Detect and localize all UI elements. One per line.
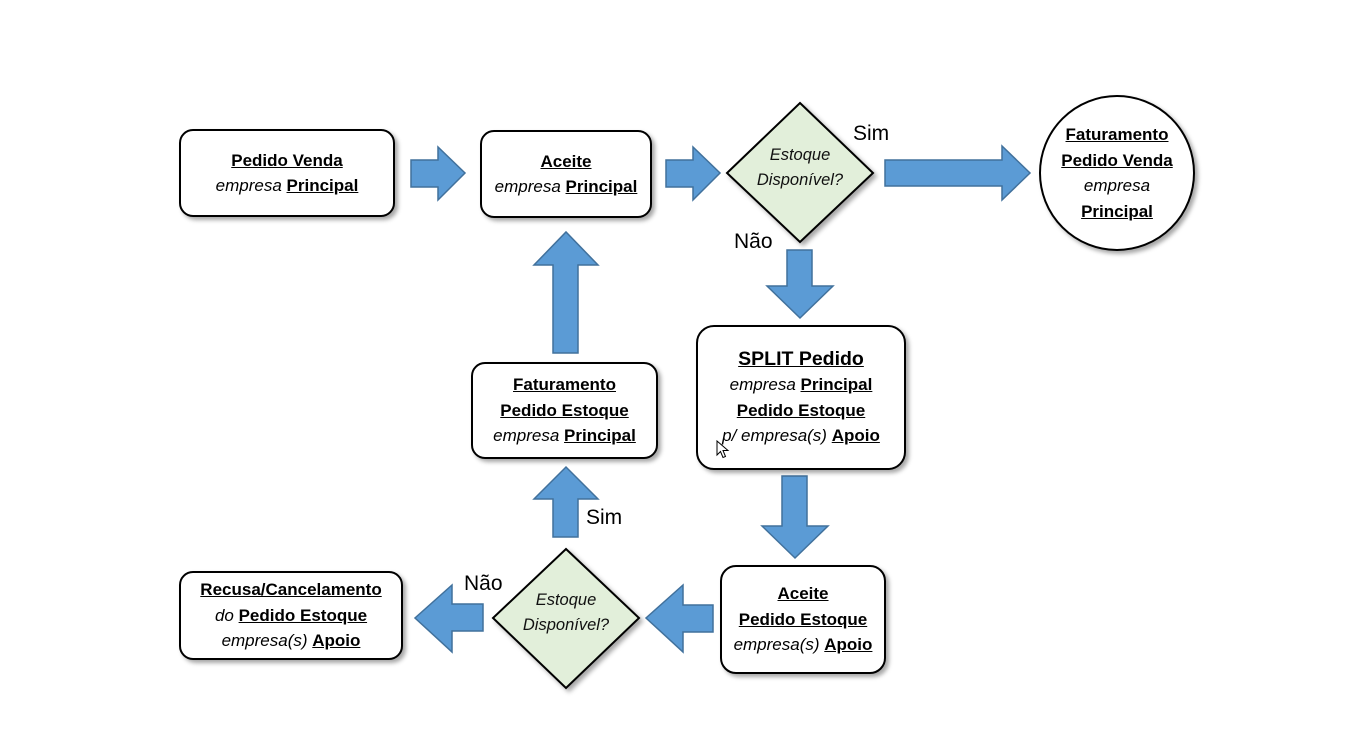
node-text-bold: Pedido Venda — [1061, 150, 1173, 170]
node-text-bold: Principal — [800, 375, 873, 394]
node-text-bold: Apoio — [831, 426, 880, 445]
node-text-bold: Apoio — [824, 635, 873, 655]
node-text-line: empresa — [1084, 173, 1150, 199]
node-text-line: Aceite — [540, 149, 591, 175]
decision-text-line: Estoque — [535, 591, 597, 609]
node-text-italic: empresa — [215, 176, 282, 195]
arrow-left-decision-to-recusa — [413, 583, 484, 654]
node-text-line: Recusa/Cancelamento — [200, 577, 381, 603]
label-nao-top: Não — [734, 230, 773, 253]
node-text-bold: Recusa/Cancelamento — [200, 580, 382, 600]
decision-estoque-principal: Estoque Disponível? — [727, 143, 873, 193]
node-text-bold: Pedido Estoque — [736, 400, 866, 420]
node-text-line: Aceite — [777, 581, 828, 607]
node-text-bold: Aceite — [540, 151, 592, 171]
node-text-line: Pedido Estoque — [500, 398, 628, 424]
node-text-line: Principal — [1081, 199, 1153, 225]
arrow-up-faturamento-estoque-to-aceite — [532, 230, 600, 354]
node-text-line: Pedido Estoque — [737, 398, 865, 424]
label-sim-top: Sim — [853, 122, 890, 145]
label-nao-bottom: Não — [464, 572, 503, 595]
decision-text-line: Disponível? — [756, 171, 844, 189]
node-text-line: SPLIT Pedido — [738, 347, 864, 373]
node-text-line: Pedido Estoque — [739, 607, 867, 633]
node-text-bold: Principal — [564, 426, 636, 446]
node-text-bold: Apoio — [312, 631, 361, 651]
decision-estoque-apoio: Estoque Disponível? — [493, 588, 639, 638]
node-text-line: do Pedido Estoque — [215, 603, 367, 629]
node-text-bold: Faturamento — [513, 375, 616, 395]
node-text-bold: Principal — [1081, 201, 1153, 221]
decision-text-line: Disponível? — [522, 616, 610, 634]
decision-estoque-apoio-shape — [491, 547, 641, 690]
node-text-line: p/ empresa(s) Apoio — [722, 423, 880, 449]
node-text-bold: Faturamento — [1065, 125, 1169, 144]
node-text-line: empresa Principal — [730, 372, 873, 398]
node-text-italic: do — [214, 605, 234, 625]
mouse-cursor-icon — [716, 440, 730, 459]
node-text-italic: p/ empresa(s) — [722, 426, 827, 445]
node-text-italic: empresa — [729, 375, 796, 394]
decision-text-line: Estoque — [769, 146, 831, 164]
node-text-line: Faturamento — [1066, 122, 1169, 148]
node-text-bold: Aceite — [777, 584, 829, 604]
node-text-line: Pedido Venda — [231, 148, 342, 174]
arrow-left-aceite-estoque-to-decision — [644, 583, 714, 654]
arrow-down-split-to-aceite-estoque — [760, 475, 830, 560]
arrow-up-decision-to-faturamento-estoque — [532, 465, 600, 538]
node-text-line: Pedido Venda — [1061, 148, 1172, 174]
node-text-line: empresa(s) Apoio — [734, 632, 873, 658]
node-text-italic: empresa — [1083, 176, 1151, 195]
decision-estoque-principal-shape — [725, 101, 875, 244]
node-pedido-venda: Pedido Venda empresa Principal — [179, 129, 395, 217]
arrow-right-pedido-to-aceite — [410, 145, 467, 202]
node-text-bold: Pedido Estoque — [238, 605, 368, 625]
node-text-bold: Pedido Estoque — [738, 609, 868, 629]
node-text-line: empresa Principal — [493, 423, 636, 449]
label-sim-bottom: Sim — [586, 506, 623, 529]
node-text-line: Faturamento — [513, 372, 616, 398]
node-text-line: empresa(s) Apoio — [222, 628, 361, 654]
node-text-line: empresa Principal — [216, 173, 359, 199]
node-text-bold: Pedido Estoque — [500, 400, 629, 420]
node-text-italic: empresa(s) — [733, 635, 820, 655]
node-text-italic: empresa — [494, 177, 561, 196]
node-text-bold: Principal — [286, 176, 359, 195]
node-aceite-principal: Aceite empresa Principal — [480, 130, 652, 218]
arrow-right-aceite-to-decision — [665, 145, 722, 202]
arrow-right-decision-to-faturamento — [884, 144, 1032, 202]
node-text-italic: empresa — [493, 426, 560, 446]
node-text-bold: Pedido Venda — [231, 150, 343, 170]
node-text-bold: SPLIT Pedido — [738, 347, 864, 370]
arrow-down-decision-to-split — [765, 249, 835, 320]
node-text-italic: empresa(s) — [221, 631, 308, 651]
node-text-bold: Principal — [565, 177, 638, 196]
node-text-line: empresa Principal — [495, 174, 638, 200]
